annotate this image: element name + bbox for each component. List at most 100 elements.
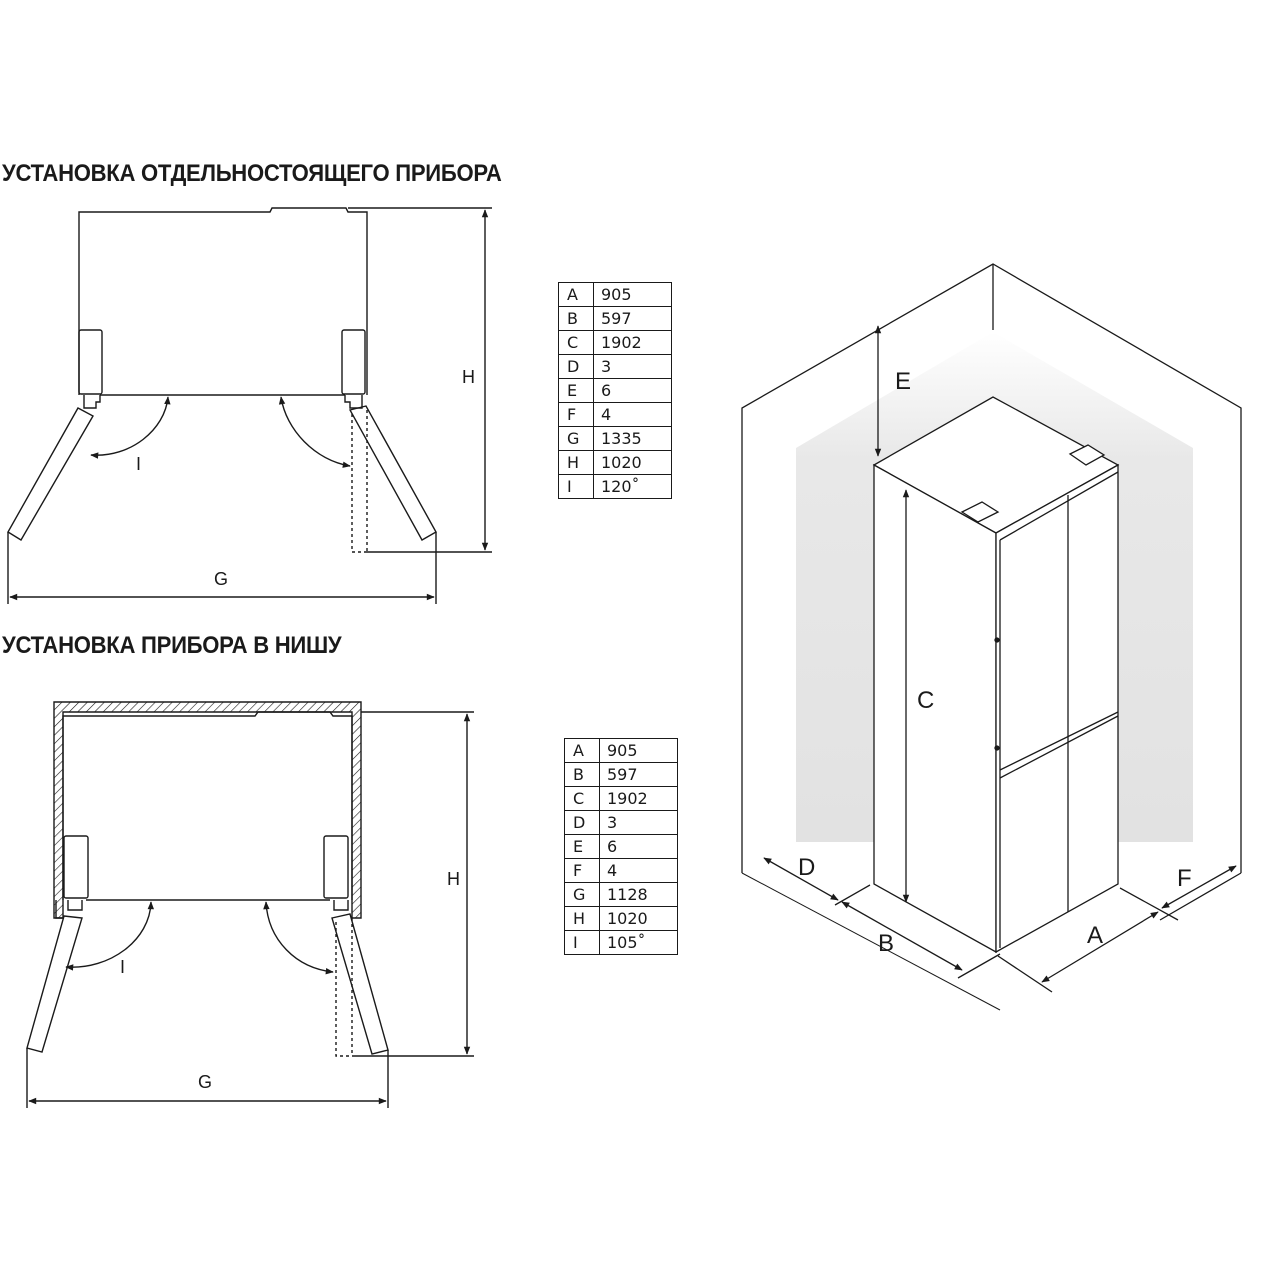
dimension-key: A xyxy=(558,282,594,307)
dimension-key: B xyxy=(564,762,600,787)
dimension-key: H xyxy=(564,906,600,931)
freestanding-top-view xyxy=(7,207,492,604)
iso-e-label: E xyxy=(895,368,911,395)
dimension-value: 4 xyxy=(593,402,672,427)
top-h-label: H xyxy=(462,367,475,387)
dimension-key: C xyxy=(558,330,594,355)
dimension-key: I xyxy=(558,474,594,499)
top-hinge-right xyxy=(1068,444,1106,466)
dimension-value: 3 xyxy=(593,354,672,379)
dimension-key: D xyxy=(558,354,594,379)
dimension-value: 1902 xyxy=(599,786,678,811)
dimension-value: 3 xyxy=(599,810,678,835)
bot-h-label: H xyxy=(447,869,460,889)
dimension-value: 1335 xyxy=(593,426,672,451)
bot-i-label: I xyxy=(120,957,125,977)
fridge-3d xyxy=(872,396,1120,954)
bot-g-label: G xyxy=(198,1072,212,1092)
niche-right-door-open xyxy=(331,913,389,1055)
dimension-value: 1020 xyxy=(593,450,672,475)
dimension-value: 6 xyxy=(593,378,672,403)
iso-b-label: B xyxy=(878,930,894,957)
niche-right-hinge xyxy=(323,835,349,899)
niche-left-door-open xyxy=(26,915,83,1053)
dimension-key: G xyxy=(558,426,594,451)
dimension-value: 4 xyxy=(599,858,678,883)
isometric-view xyxy=(741,263,1242,1011)
dimension-value: 1128 xyxy=(599,882,678,907)
top-i-label: I xyxy=(136,454,141,474)
top-g-label: G xyxy=(214,569,228,589)
dimension-value: 597 xyxy=(599,762,678,787)
niche-left-hinge xyxy=(63,835,89,899)
niche-angle-arc-left xyxy=(65,901,155,971)
b-dimension-line xyxy=(841,901,963,971)
iso-d-label: D xyxy=(798,854,815,881)
dimension-key: E xyxy=(564,834,600,859)
dimension-key: A xyxy=(564,738,600,763)
dimension-value: 6 xyxy=(599,834,678,859)
dimension-key: G xyxy=(564,882,600,907)
angle-arc-right xyxy=(278,396,351,468)
right-hinge xyxy=(341,329,366,395)
left-hinge xyxy=(78,329,103,395)
freestanding-title: УСТАНОВКА ОТДЕЛЬНОСТОЯЩЕГО ПРИБОРА xyxy=(2,160,502,187)
niche-walls-hatched xyxy=(53,701,362,919)
dimension-value: 1020 xyxy=(599,906,678,931)
dimension-key: D xyxy=(564,810,600,835)
iso-f-label: F xyxy=(1177,865,1192,892)
right-door-closed-dashed xyxy=(351,414,367,553)
dimension-value: 597 xyxy=(593,306,672,331)
iso-c-label: C xyxy=(917,687,934,714)
niche-fridge-body xyxy=(62,711,353,900)
fridge-side xyxy=(873,463,997,954)
dimension-value: 120˚ xyxy=(593,474,672,499)
dimension-value: 105˚ xyxy=(599,930,678,955)
fridge-body-outline xyxy=(78,207,368,395)
dimension-value: 905 xyxy=(593,282,672,307)
niche-top-view xyxy=(26,701,474,1108)
f-dimension-line xyxy=(1161,865,1237,909)
d-dimension-line xyxy=(763,857,839,901)
dimension-key: E xyxy=(558,378,594,403)
niche-right-door-closed-dashed xyxy=(335,922,352,1057)
dimension-value: 1902 xyxy=(593,330,672,355)
niche-angle-arc-right xyxy=(263,901,334,975)
a-dimension-line xyxy=(1041,911,1159,983)
niche-title: УСТАНОВКА ПРИБОРА В НИШУ xyxy=(2,632,342,659)
iso-a-label: A xyxy=(1087,922,1103,949)
top-hinge-left xyxy=(960,501,1000,523)
dimension-value: 905 xyxy=(599,738,678,763)
dimension-key: I xyxy=(564,930,600,955)
dimension-key: F xyxy=(564,858,600,883)
dimension-key: H xyxy=(558,450,594,475)
dimension-key: C xyxy=(564,786,600,811)
dimension-key: B xyxy=(558,306,594,331)
angle-arc-left xyxy=(90,396,171,459)
left-door-open xyxy=(7,407,94,541)
right-door-open xyxy=(348,405,437,541)
dimension-key: F xyxy=(558,402,594,427)
fridge-front xyxy=(995,463,1119,954)
